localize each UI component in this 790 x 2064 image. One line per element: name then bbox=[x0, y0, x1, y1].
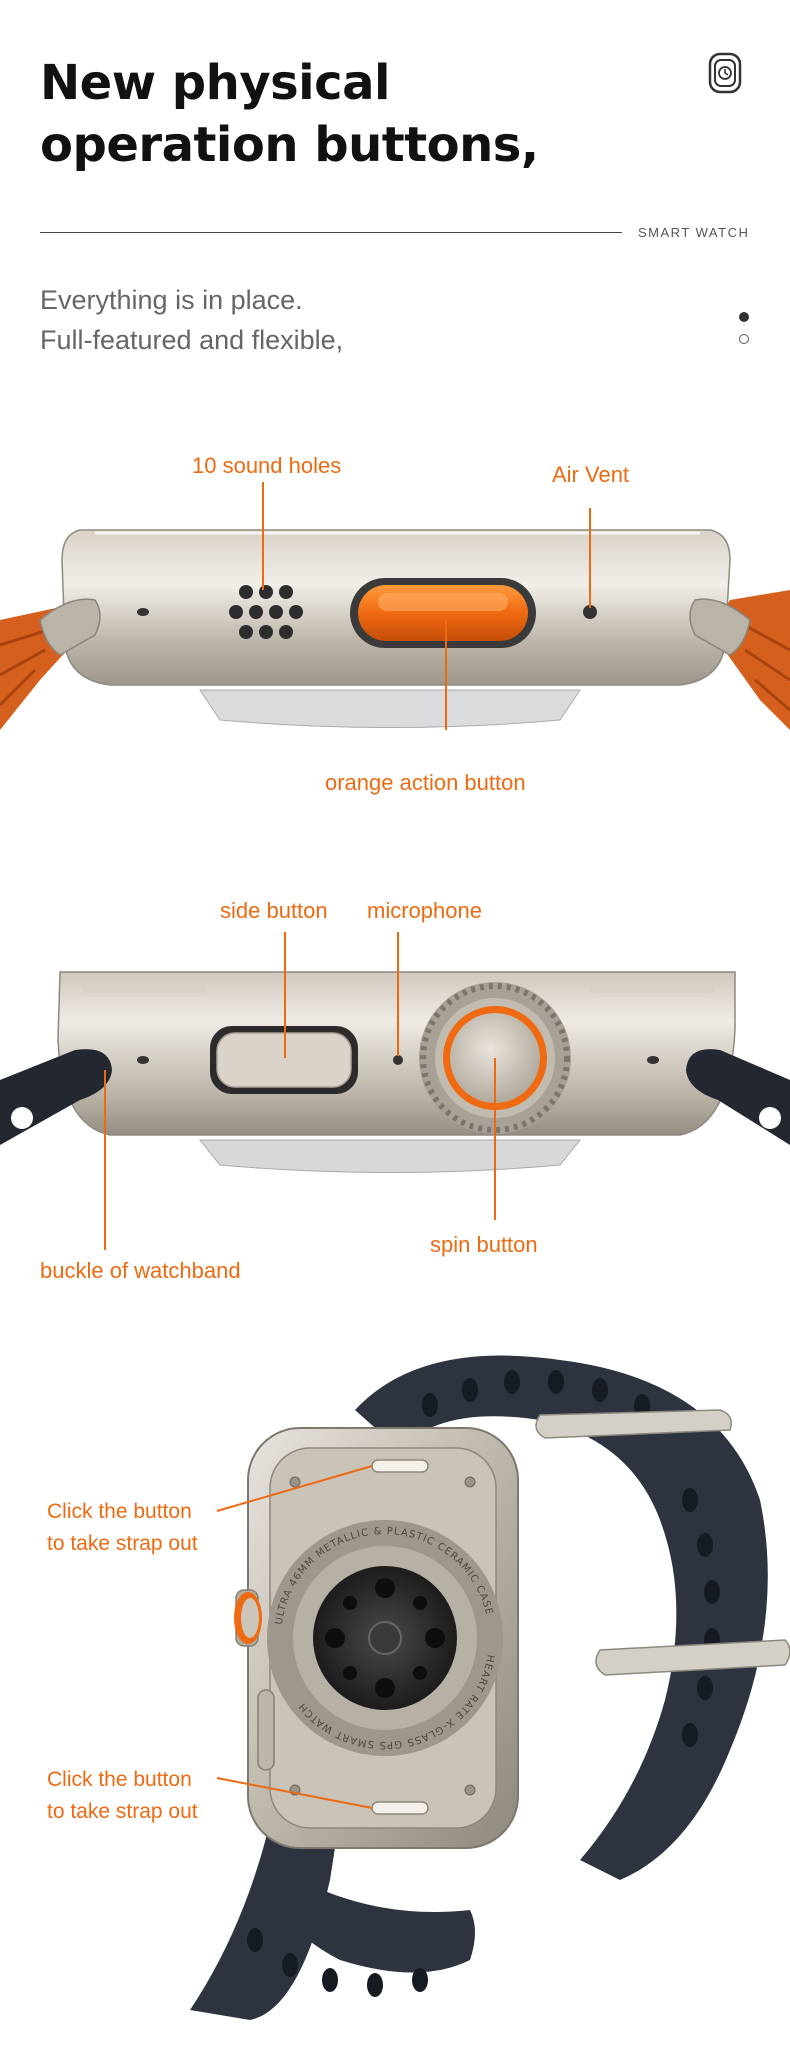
title-line-2: operation buttons, bbox=[40, 117, 539, 173]
crown-side bbox=[234, 1589, 262, 1647]
air-vent-hole bbox=[583, 605, 597, 619]
page-title: New physical operation buttons, bbox=[40, 52, 600, 176]
carousel-dot-active[interactable] bbox=[739, 312, 749, 322]
category-tag: SMART WATCH bbox=[638, 225, 750, 240]
strap-loop bbox=[355, 1355, 768, 1880]
divider-line bbox=[40, 232, 622, 233]
callout-action-button: orange action button bbox=[325, 770, 526, 795]
callout-buckle: buckle of watchband bbox=[40, 1258, 241, 1283]
title-line-1: New physical bbox=[40, 55, 390, 111]
intro-line-1: Everything is in place. bbox=[40, 285, 303, 315]
smartwatch-icon bbox=[708, 52, 742, 94]
callout-sound-holes: 10 sound holes bbox=[192, 453, 342, 478]
microphone-hole-side bbox=[393, 1055, 403, 1065]
strap-release-button-bottom bbox=[371, 1801, 429, 1815]
intro-line-2: Full-featured and flexible, bbox=[40, 325, 344, 355]
watch-top-view bbox=[0, 482, 790, 730]
lug-left bbox=[39, 598, 101, 656]
callout-side-button: side button bbox=[220, 898, 328, 923]
intro-text: Everything is in place. Full-featured an… bbox=[40, 280, 343, 360]
callout-release-bottom-line-2: to take strap out bbox=[47, 1800, 198, 1823]
callout-spin-button: spin button bbox=[430, 1232, 538, 1257]
callout-release-bottom: Click the button to take strap out bbox=[47, 1764, 198, 1828]
microphone-hole bbox=[137, 608, 149, 616]
callout-microphone: microphone bbox=[367, 898, 482, 923]
lug-right bbox=[689, 598, 751, 656]
callout-air-vent: Air Vent bbox=[552, 462, 630, 487]
callout-release-top-line-2: to take strap out bbox=[47, 1532, 198, 1555]
speaker-holes bbox=[229, 585, 303, 639]
strap-release-button-top bbox=[371, 1459, 429, 1473]
callout-release-bottom-line-1: Click the button bbox=[47, 1768, 192, 1791]
side-button-back bbox=[257, 1689, 275, 1771]
watch-back-view: ULTRA 46MM METALLIC & PLASTIC CERAMIC CA… bbox=[190, 1355, 790, 2020]
watch-side-view bbox=[0, 932, 790, 1250]
callout-release-top: Click the button to take strap out bbox=[47, 1496, 198, 1560]
carousel-dot-inactive[interactable] bbox=[739, 334, 749, 344]
titanium-case-side bbox=[57, 971, 736, 1136]
strap-buckle-metal bbox=[535, 1409, 790, 1676]
callout-release-top-line-1: Click the button bbox=[47, 1500, 192, 1523]
